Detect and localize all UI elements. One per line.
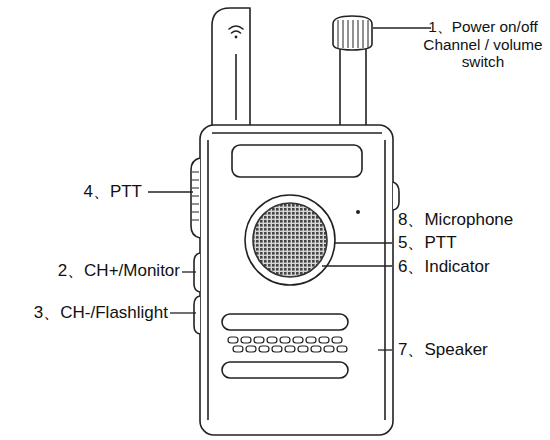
speaker-hole — [319, 337, 329, 343]
callout-label: 8、Microphone — [398, 210, 513, 230]
speaker-hole — [324, 346, 334, 352]
leader-line — [322, 265, 392, 266]
leader-line — [182, 271, 196, 272]
speaker-hole — [337, 346, 347, 352]
speaker-hole — [272, 346, 282, 352]
speaker-hole — [259, 346, 269, 352]
leader-line — [334, 242, 392, 243]
speaker-hole — [267, 337, 277, 343]
callout-label: 5、PTT — [398, 233, 457, 253]
knob-ridge — [358, 20, 359, 48]
callout-label: 7、Speaker — [398, 340, 488, 360]
speaker-hole — [233, 346, 243, 352]
ptt-rib — [192, 196, 199, 197]
callout-label: 3、CH-/Flashlight — [34, 303, 168, 323]
antenna — [212, 8, 250, 132]
top-slot — [232, 145, 362, 177]
ptt-rib — [192, 188, 199, 189]
speaker-slot — [222, 314, 348, 330]
antenna-line — [235, 54, 237, 120]
wireless-icon — [229, 26, 243, 38]
ch-minus-button — [194, 296, 200, 334]
leader-line — [373, 27, 431, 28]
ptt-button — [245, 195, 335, 285]
radio-body — [200, 125, 393, 435]
speaker-hole — [246, 346, 256, 352]
speaker-hole — [280, 337, 290, 343]
callout-label: 1、Power on/off Channel / volume switch — [419, 18, 547, 71]
speaker-hole — [311, 346, 321, 352]
spacer — [228, 354, 342, 355]
knob-ridge — [363, 20, 364, 48]
callout-label: 4、PTT — [83, 182, 142, 202]
speaker-hole — [332, 337, 342, 343]
ptt-rib — [192, 220, 199, 221]
ptt-side-button — [191, 158, 200, 238]
knob-ridge — [368, 20, 369, 48]
leader-line — [170, 312, 196, 313]
right-side-button — [393, 182, 399, 210]
speaker-hole — [306, 337, 316, 343]
ptt-rib — [192, 180, 199, 181]
knob-ridge — [343, 20, 344, 48]
leader-dot — [356, 210, 360, 214]
speaker-hole — [293, 337, 303, 343]
ptt-rib — [192, 172, 199, 173]
knob-ridge — [348, 20, 349, 48]
leader-line — [378, 349, 392, 350]
power-knob — [333, 16, 372, 50]
speaker-slot — [222, 362, 348, 378]
microphone-mesh — [253, 203, 327, 277]
callout-label: 6、Indicator — [398, 257, 490, 277]
speaker-hole — [228, 337, 238, 343]
speaker-hole — [254, 337, 264, 343]
top-panel-line — [212, 132, 382, 134]
ptt-rib — [192, 212, 199, 213]
body-edge — [207, 140, 209, 420]
leader-line — [148, 191, 193, 192]
knob-ridge — [338, 20, 339, 48]
speaker-hole — [298, 346, 308, 352]
speaker-hole — [241, 337, 251, 343]
knob-stem — [340, 44, 366, 128]
ptt-rib — [192, 204, 199, 205]
callout-label: 2、CH+/Monitor — [58, 261, 180, 281]
body-edge — [384, 140, 386, 420]
speaker-hole — [285, 346, 295, 352]
knob-ridge — [353, 20, 354, 48]
